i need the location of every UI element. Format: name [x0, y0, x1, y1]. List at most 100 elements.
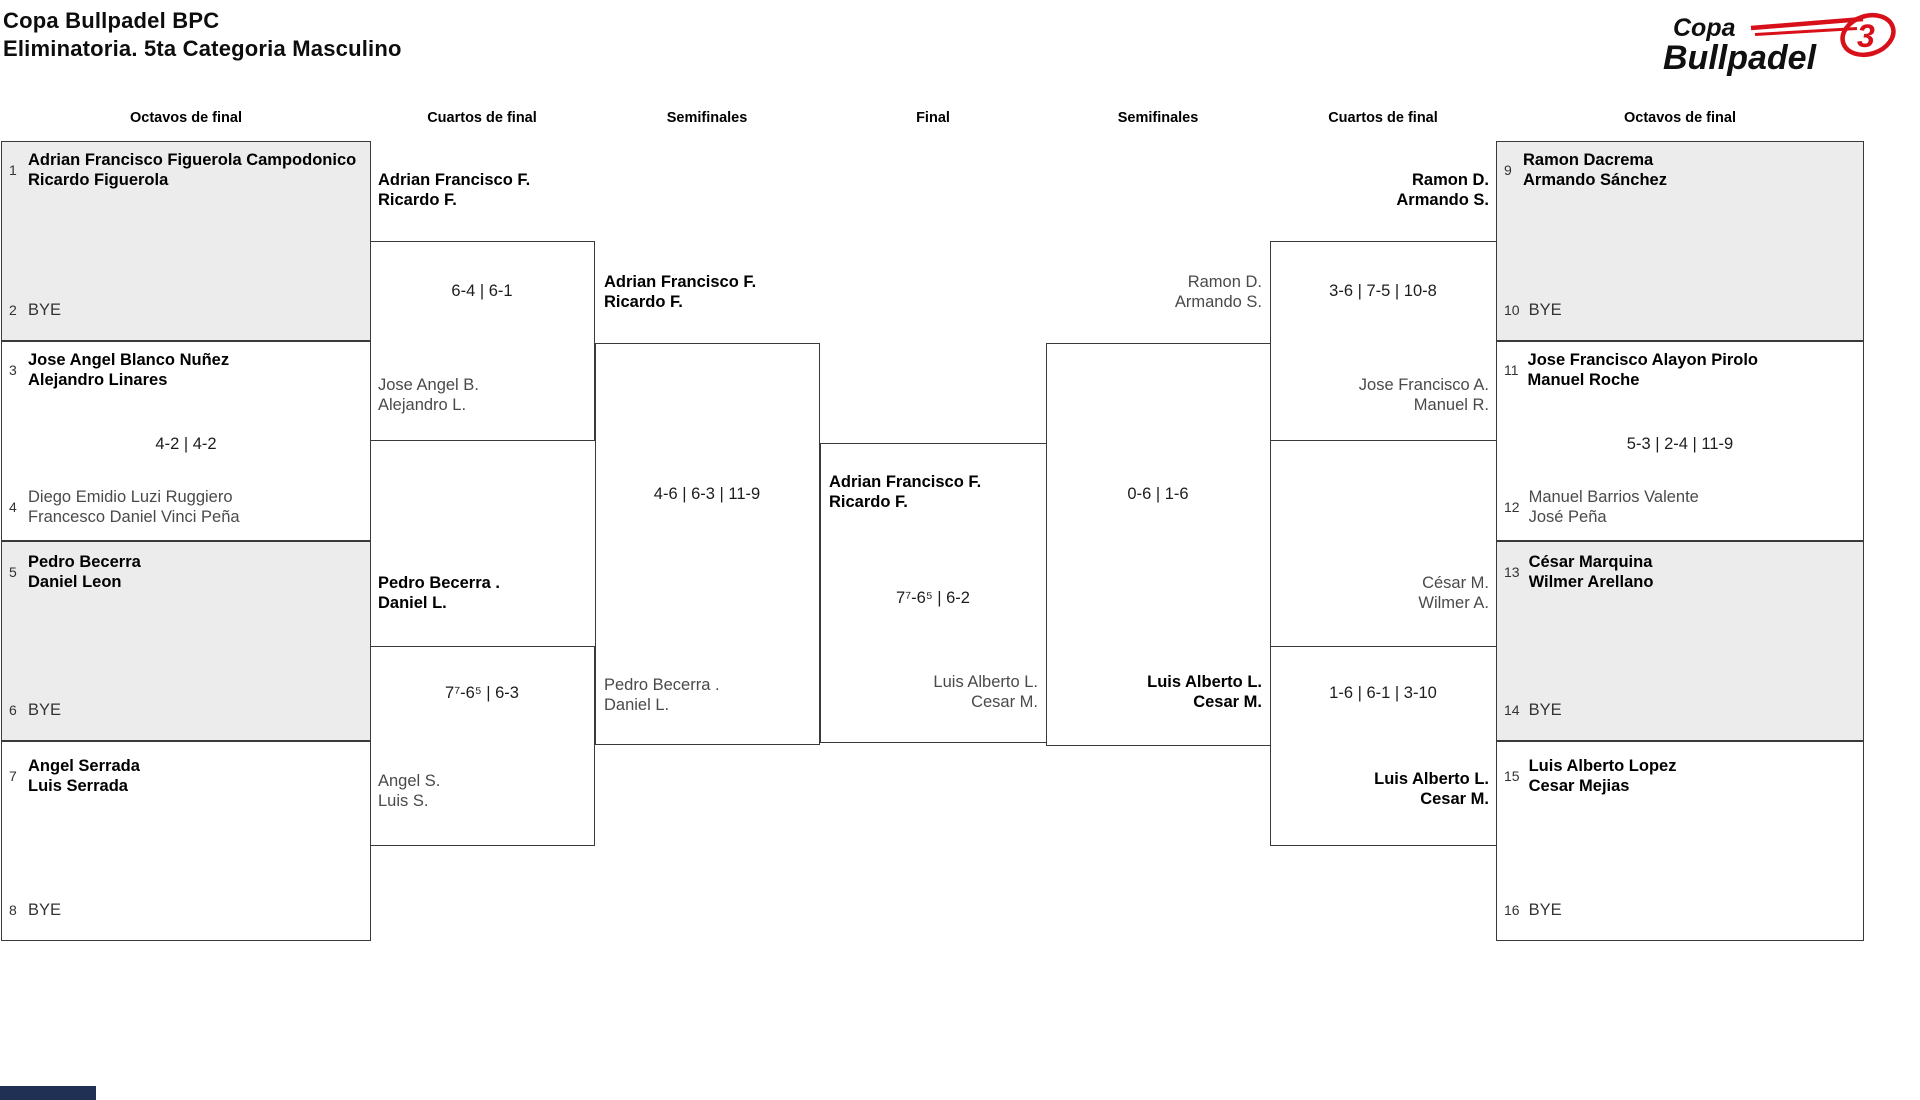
seed-number: 9	[1504, 162, 1512, 178]
copa-bullpadel-logo: 3 Copa Bullpadel	[1663, 12, 1896, 77]
seed-entry-12: 12 Manuel Barrios Valente José Peña	[1504, 487, 1856, 527]
seed-number: 7	[9, 768, 17, 784]
logo-mark: 3	[1857, 18, 1875, 54]
match-box-r16-l3	[1, 541, 371, 741]
bye-label: BYE	[28, 901, 62, 919]
team-names: Luis Alberto Lopez Cesar Mejias	[1528, 757, 1677, 795]
seed-entry-16: 16 BYE	[1504, 900, 1856, 920]
team-names: Manuel Barrios Valente José Peña	[1528, 488, 1699, 526]
logo-ellipse	[1840, 12, 1896, 58]
match-box-r16-r4	[1496, 741, 1864, 941]
qf2-loser: Angel S. Luis S.	[378, 772, 441, 810]
qf1-loser: Jose Angel B. Alejandro L.	[378, 376, 479, 414]
seed-number: 13	[1504, 564, 1520, 580]
seed-entry-15: 15 Luis Alberto Lopez Cesar Mejias	[1504, 756, 1856, 796]
match-box-qf3	[1270, 241, 1497, 441]
round-header-semis-right: Semifinales	[1117, 110, 1199, 126]
seed-number: 8	[9, 902, 17, 918]
score-qf2: 7⁷-6⁵ | 6-3	[445, 684, 519, 702]
qf4-loser: César M. Wilmer A.	[1418, 574, 1489, 612]
sf1-loser: Pedro Becerra . Daniel L.	[604, 676, 720, 714]
score-r16-right: 5-3 | 2-4 | 11-9	[1626, 435, 1734, 453]
match-box-final	[820, 443, 1047, 743]
score-qf3: 3-6 | 7-5 | 10-8	[1329, 282, 1437, 300]
match-box-r16-r2	[1496, 341, 1864, 541]
seed-number: 15	[1504, 768, 1520, 784]
qf2-winner: Pedro Becerra . Daniel L.	[378, 574, 500, 612]
match-box-sf1	[595, 343, 820, 745]
team-names: Adrian Francisco Figuerola Campodonico R…	[28, 151, 357, 189]
seed-number: 6	[9, 702, 17, 718]
qf3-winner: Ramon D. Armando S.	[1396, 171, 1489, 209]
seed-number: 14	[1504, 702, 1520, 718]
seed-entry-6: 6 BYE	[9, 700, 367, 720]
team-names: Jose Francisco Alayon Pirolo Manuel Roch…	[1527, 351, 1759, 389]
team-names: Ramon Dacrema Armando Sánchez	[1523, 151, 1667, 189]
seed-entry-1: 1 Adrian Francisco Figuerola Campodonico…	[9, 150, 367, 190]
page-subtitle: Eliminatoria. 5ta Categoria Masculino	[3, 36, 402, 61]
seed-entry-13: 13 César Marquina Wilmer Arellano	[1504, 552, 1856, 592]
bye-label: BYE	[1528, 901, 1562, 919]
match-box-r16-l4	[1, 741, 371, 941]
match-box-sf2	[1046, 343, 1271, 746]
match-box-r16-r1	[1496, 141, 1864, 341]
score-r16-left: 4-2 | 4-2	[155, 435, 217, 453]
logo-copa-text: Copa	[1673, 14, 1736, 42]
seed-entry-9: 9 Ramon Dacrema Armando Sánchez	[1504, 150, 1856, 190]
score-sf1: 4-6 | 6-3 | 11-9	[653, 485, 761, 503]
round-header-octavos-right: Octavos de final	[1623, 110, 1736, 126]
seed-number: 12	[1504, 499, 1520, 515]
round-header-final: Final	[916, 110, 950, 126]
round-header-octavos-left: Octavos de final	[129, 110, 242, 126]
qf1-winner: Adrian Francisco F. Ricardo F.	[378, 171, 531, 209]
seed-entry-2: 2 BYE	[9, 300, 367, 320]
seed-entry-4: 4 Diego Emidio Luzi Ruggiero Francesco D…	[9, 487, 367, 527]
seed-entry-11: 11 Jose Francisco Alayon Pirolo Manuel R…	[1504, 350, 1856, 390]
seed-number: 3	[9, 362, 17, 378]
score-sf2: 0-6 | 1-6	[1127, 485, 1189, 503]
team-names: César Marquina Wilmer Arellano	[1528, 553, 1654, 591]
page-title: Copa Bullpadel BPC	[3, 8, 220, 33]
sf1-winner: Adrian Francisco F. Ricardo F.	[604, 273, 757, 311]
seed-number: 11	[1504, 362, 1519, 378]
seed-number: 16	[1504, 902, 1520, 918]
seed-entry-10: 10 BYE	[1504, 300, 1856, 320]
round-header-cuartos-left: Cuartos de final	[427, 110, 537, 126]
seed-entry-3: 3 Jose Angel Blanco Nuñez Alejandro Lina…	[9, 350, 367, 390]
seed-number: 2	[9, 302, 17, 318]
team-names: Jose Angel Blanco Nuñez Alejandro Linare…	[28, 351, 230, 389]
bye-label: BYE	[1528, 701, 1562, 719]
seed-entry-7: 7 Angel Serrada Luis Serrada	[9, 756, 367, 796]
seed-entry-5: 5 Pedro Becerra Daniel Leon	[9, 552, 367, 592]
seed-entry-14: 14 BYE	[1504, 700, 1856, 720]
seed-entry-8: 8 BYE	[9, 900, 367, 920]
match-box-r16-r3	[1496, 541, 1864, 741]
bye-label: BYE	[1528, 301, 1562, 319]
score-final: 7⁷-6⁵ | 6-2	[896, 589, 970, 607]
logo-bullpadel-text: Bullpadel	[1663, 39, 1818, 77]
team-names: Diego Emidio Luzi Ruggiero Francesco Dan…	[28, 488, 240, 526]
round-header-semis-left: Semifinales	[666, 110, 748, 126]
seed-number: 5	[9, 564, 17, 580]
qf4-winner: Luis Alberto L. Cesar M.	[1374, 770, 1489, 808]
sf2-winner: Luis Alberto L. Cesar M.	[1147, 673, 1262, 711]
final-winner: Adrian Francisco F. Ricardo F.	[829, 473, 982, 511]
bye-label: BYE	[28, 301, 62, 319]
seed-number: 1	[9, 162, 17, 178]
match-box-qf1	[370, 241, 595, 441]
match-box-qf2	[370, 646, 595, 846]
match-box-qf4	[1270, 646, 1497, 846]
seed-number: 10	[1504, 302, 1520, 318]
qf3-loser: Jose Francisco A. Manuel R.	[1358, 376, 1489, 414]
score-qf4: 1-6 | 6-1 | 3-10	[1329, 684, 1437, 702]
sf2-loser: Ramon D. Armando S.	[1174, 273, 1262, 311]
team-names: Pedro Becerra Daniel Leon	[28, 553, 141, 591]
match-box-r16-l1	[1, 141, 371, 341]
round-header-cuartos-right: Cuartos de final	[1328, 110, 1438, 126]
match-box-r16-l2	[1, 341, 371, 541]
footer-bar	[0, 1086, 96, 1100]
score-qf1: 6-4 | 6-1	[451, 282, 513, 300]
bye-label: BYE	[28, 701, 62, 719]
final-runner-up: Luis Alberto L. Cesar M.	[933, 673, 1038, 711]
